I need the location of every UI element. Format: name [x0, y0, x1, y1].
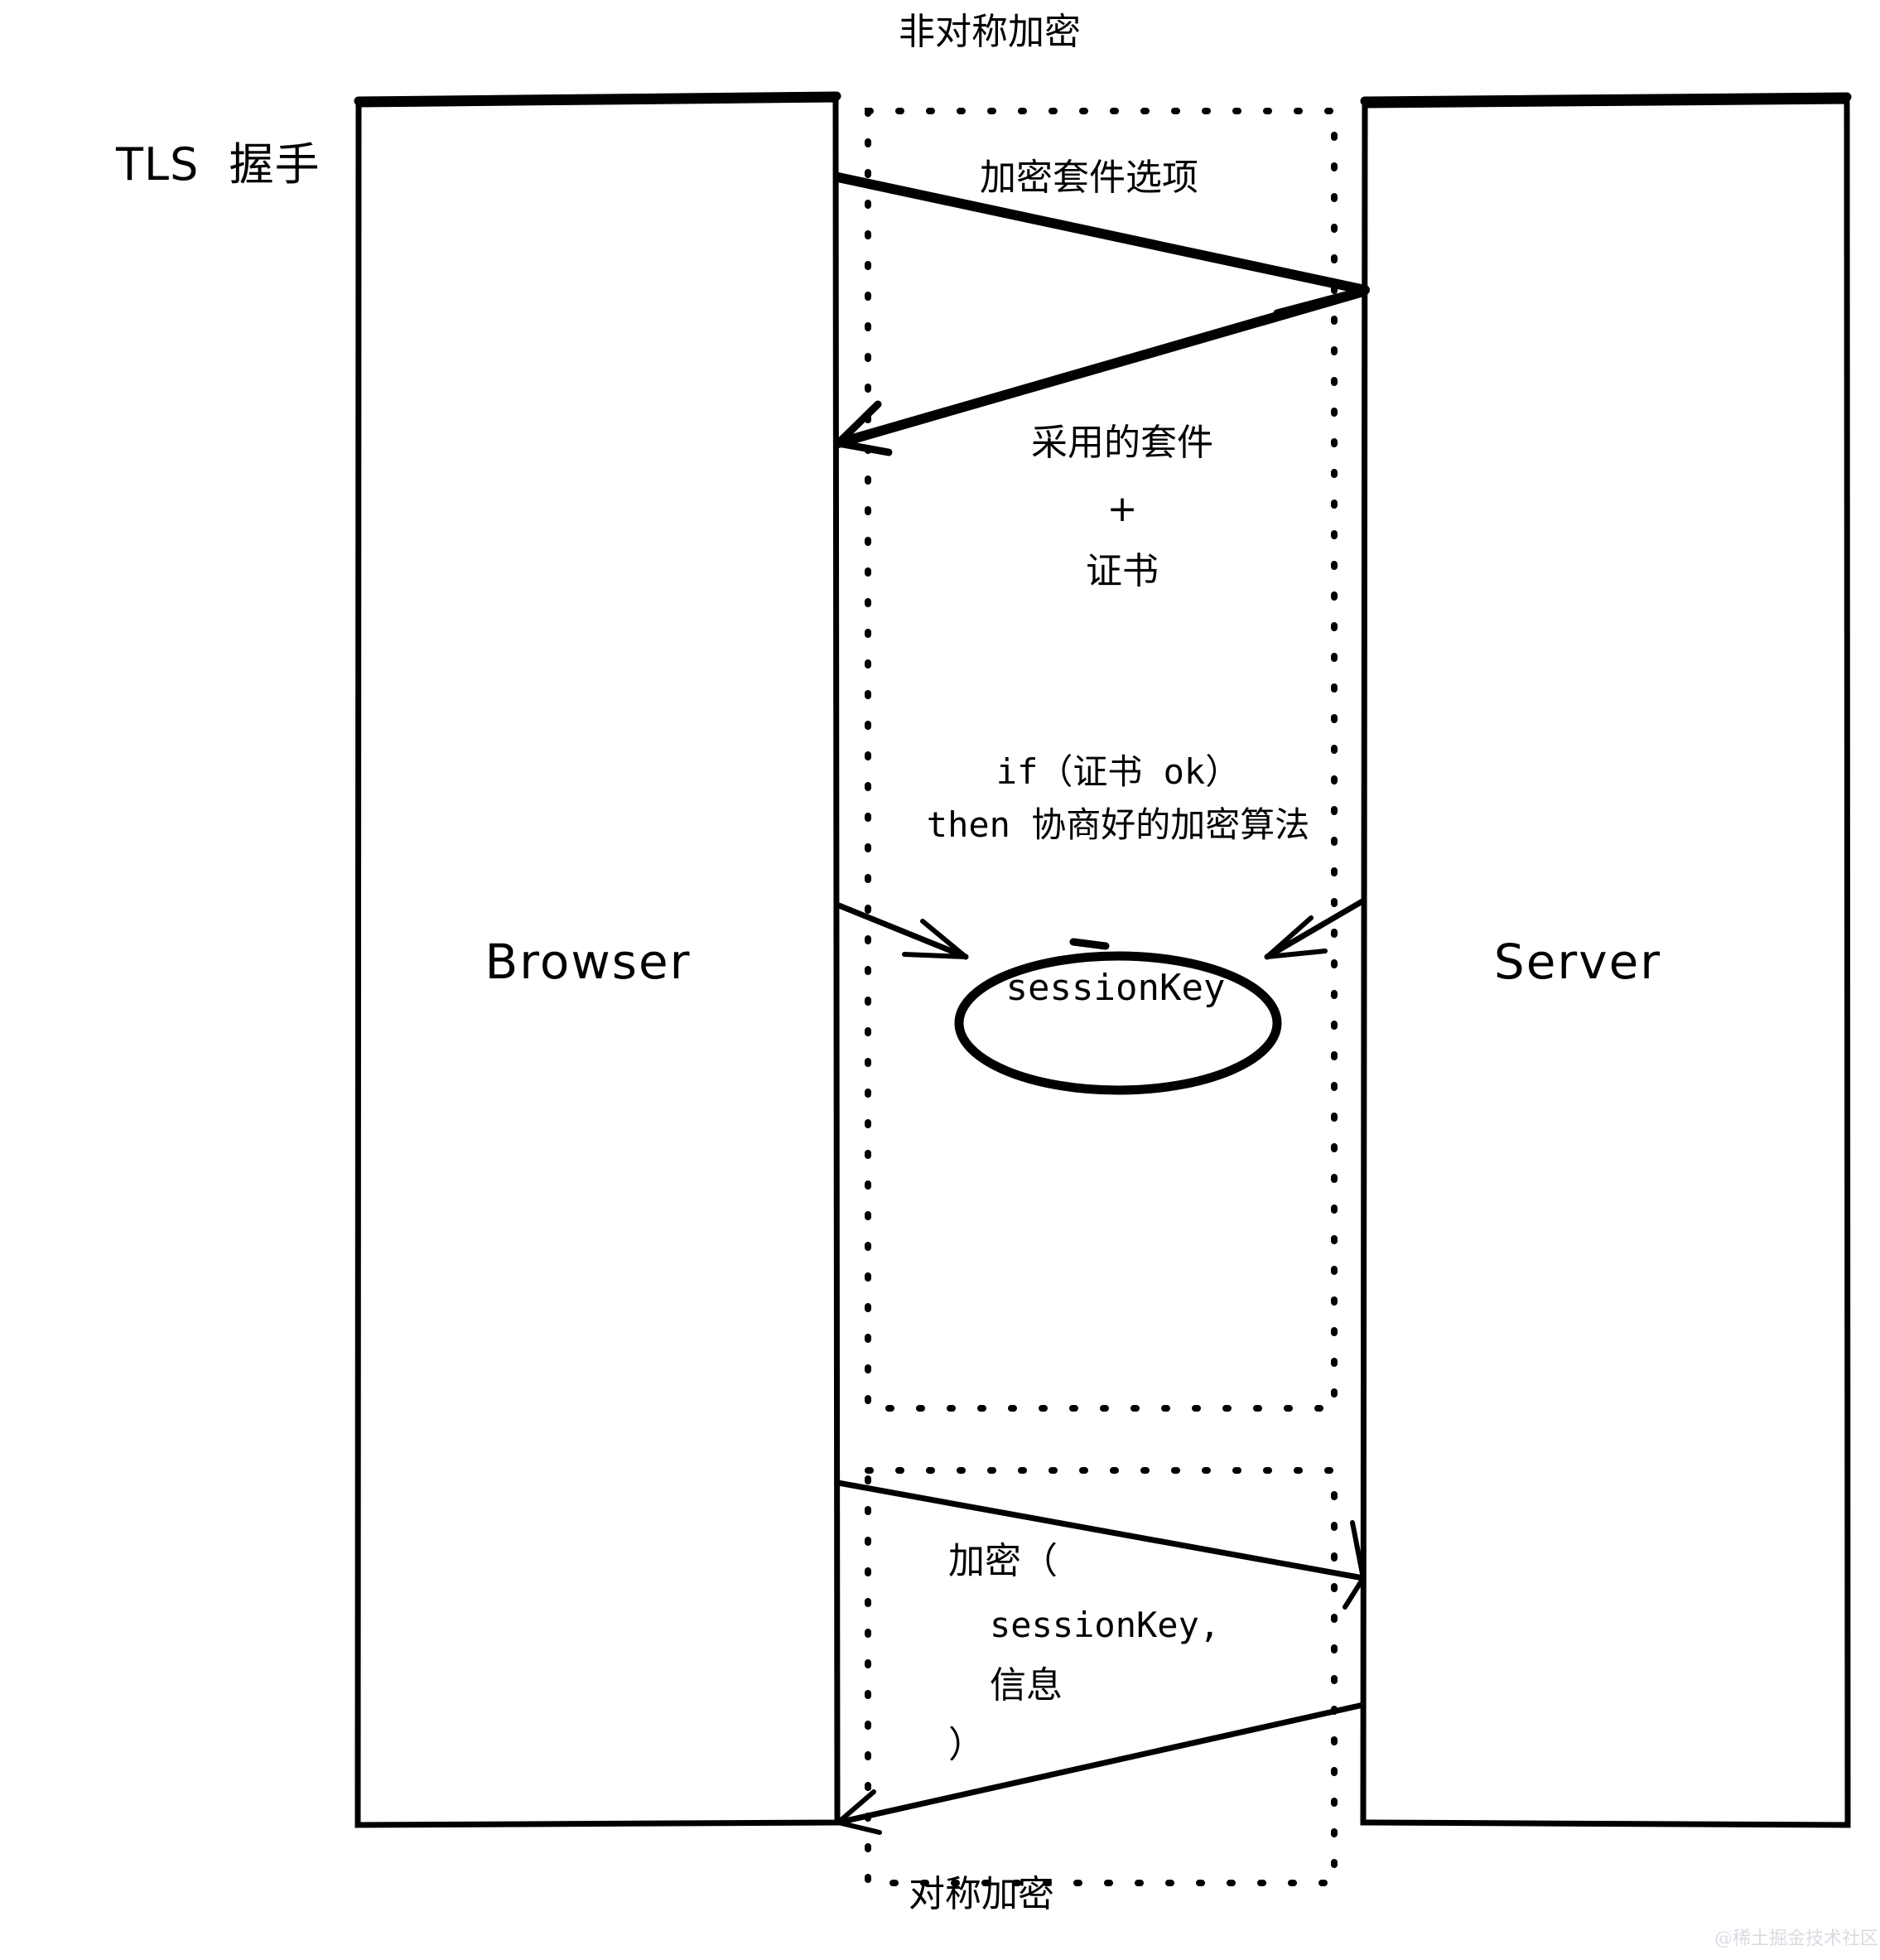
condition-then-negotiated-algorithm: then 协商好的加密算法: [926, 804, 1310, 845]
encrypted-payload-sessionkey: sessionKey,: [990, 1605, 1221, 1645]
encrypted-payload-message: 信息: [990, 1664, 1063, 1707]
symmetric-section-label: 对称加密: [909, 1873, 1054, 1915]
arrow-encrypted-to-server: [835, 1480, 1367, 1610]
encrypted-payload-close: ）: [948, 1724, 985, 1766]
browser-actor-label: Browser: [484, 934, 692, 990]
sessionkey-ellipse: [954, 938, 1282, 1095]
tls-handshake-title: TLS 握手: [116, 138, 321, 191]
message-certificate: 证书: [1086, 550, 1159, 592]
asymmetric-region-outline: [865, 108, 1338, 1412]
arrow-chosen-suite-certificate: [833, 287, 1368, 456]
symmetric-region-outline: [865, 1467, 1338, 1886]
message-cipher-suite-options: 加密套件选项: [980, 157, 1198, 199]
arrow-browser-to-sessionkey: [836, 902, 969, 960]
arrow-server-to-sessionkey: [1264, 898, 1366, 960]
encrypted-payload-open: 加密（: [948, 1540, 1058, 1582]
watermark: @稀土掘金技术社区: [1714, 1929, 1879, 1949]
asymmetric-section-label: 非对称加密: [899, 11, 1081, 53]
server-actor-label: Server: [1493, 934, 1662, 990]
arrow-encrypted-to-browser: [835, 1702, 1367, 1835]
condition-if-certificate-ok: if（证书 ok）: [995, 751, 1241, 792]
server-box: [1360, 92, 1852, 1828]
message-plus-sign: +: [1106, 488, 1138, 530]
sessionkey-label: sessionKey: [1005, 967, 1226, 1009]
message-chosen-suite: 采用的套件: [1031, 422, 1213, 464]
